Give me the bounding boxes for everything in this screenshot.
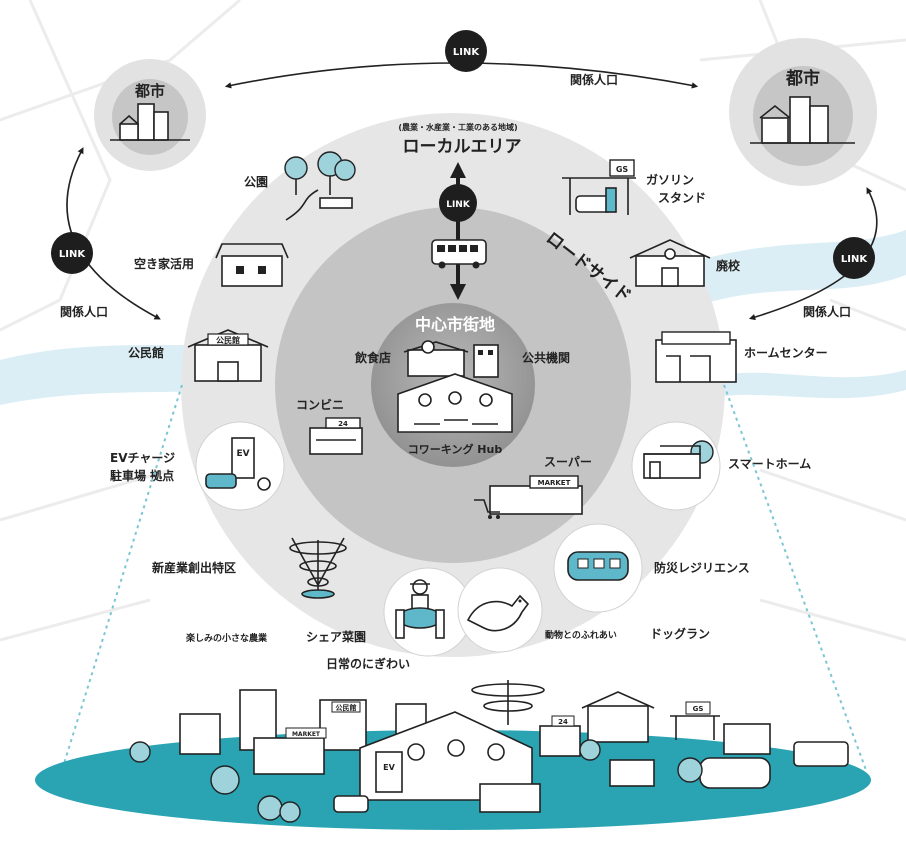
projection-line-right (723, 384, 867, 771)
svg-text:GS: GS (616, 165, 629, 174)
smart-home-icon (643, 440, 714, 479)
public-office-icon (473, 344, 499, 378)
disaster-vehicle-icon (567, 551, 629, 581)
convenience-label: コンビニ (296, 397, 344, 412)
home-center-label: ホームセンター (744, 346, 828, 360)
ev-charge-label-2: 駐車場 拠点 (110, 468, 174, 483)
svg-text:都市: 都市 (134, 82, 165, 100)
top-link-badge: LINK (445, 30, 487, 72)
svg-text:都市: 都市 (785, 68, 820, 89)
share-farm-icon (395, 579, 445, 639)
dog-icon (466, 594, 530, 632)
public-office-label: 公共機関 (522, 350, 570, 365)
disaster-label: 防災レジリエンス (654, 560, 750, 575)
center-title: 中心市街地 (415, 315, 495, 334)
bus-icon (431, 239, 487, 269)
svg-text:EV: EV (236, 449, 249, 459)
gas-station-icon: GS (562, 159, 636, 215)
svg-text:MARKET: MARKET (538, 479, 571, 487)
coworking-label: コワーキング Hub (408, 442, 503, 456)
daily-bustle-label: 日常のにぎわい (326, 656, 410, 671)
community-hall-label: 公民館 (128, 345, 164, 360)
svg-text:LINK: LINK (446, 200, 471, 210)
restaurant-icon (403, 340, 469, 377)
city-buildings-icon (750, 96, 855, 144)
right-link-label: 関係人口 (803, 304, 851, 319)
closed-school-icon (629, 239, 711, 287)
gas-station-label-1: ガソリン (646, 172, 694, 187)
park-label: 公園 (244, 175, 268, 189)
svg-text:公民館: 公民館 (336, 703, 357, 712)
dog-run-label: ドッグラン (650, 626, 710, 641)
supermarket-icon: MARKET (474, 475, 583, 519)
restaurant-label: 飲食店 (354, 350, 391, 365)
right-link-badge: LINK (833, 237, 875, 279)
coworking-icon (397, 373, 513, 433)
svg-text:GS: GS (693, 705, 704, 713)
share-farm-label: シェア菜園 (306, 629, 366, 644)
dog-run-prefix: 動物とのふれあい (545, 629, 617, 641)
city-buildings-icon (110, 103, 190, 141)
svg-text:LINK: LINK (59, 249, 86, 260)
new-industry-icon (289, 537, 347, 599)
ev-charge-label-1: EVチャージ (110, 451, 175, 465)
center-link-badge: LINK (439, 184, 477, 222)
new-industry-label: 新産業創出特区 (152, 560, 236, 575)
left-link-label: 関係人口 (60, 304, 108, 319)
ev-charger-icon: EV (205, 437, 271, 491)
home-center-icon (655, 331, 737, 383)
town-buildings: 公民館 MARKET EV 24 GS (129, 680, 849, 823)
svg-text:LINK: LINK (453, 47, 480, 58)
convenience-store-icon: 24 (309, 417, 363, 455)
vacant-house-label: 空き家活用 (134, 256, 194, 271)
local-area-note: (農業・水産業・工業のある地域) (398, 122, 517, 132)
svg-text:LINK: LINK (841, 254, 868, 265)
left-city: 都市 (94, 59, 206, 171)
supermarket-label: スーパー (544, 455, 592, 469)
right-city: 都市 (729, 38, 877, 186)
svg-text:24: 24 (558, 718, 568, 726)
local-area-title: ローカルエリア (403, 137, 522, 157)
vacant-house-icon (215, 243, 289, 287)
svg-text:EV: EV (383, 763, 395, 772)
closed-school-label: 廃校 (716, 258, 741, 273)
town-illustration: 公民館 MARKET EV 24 GS (35, 680, 871, 830)
smart-home-label: スマートホーム (728, 457, 811, 471)
left-link-badge: LINK (51, 232, 93, 274)
svg-text:公民館: 公民館 (216, 335, 240, 345)
share-farm-prefix: 楽しみの小さな農業 (186, 632, 268, 644)
top-link-label: 関係人口 (570, 72, 618, 87)
gas-station-label-2: スタンド (658, 191, 706, 205)
svg-text:MARKET: MARKET (292, 731, 321, 738)
svg-text:24: 24 (338, 420, 348, 428)
community-hall-icon: 公民館 (187, 329, 269, 382)
park-icon (284, 151, 356, 221)
projection-line-left (61, 384, 183, 771)
